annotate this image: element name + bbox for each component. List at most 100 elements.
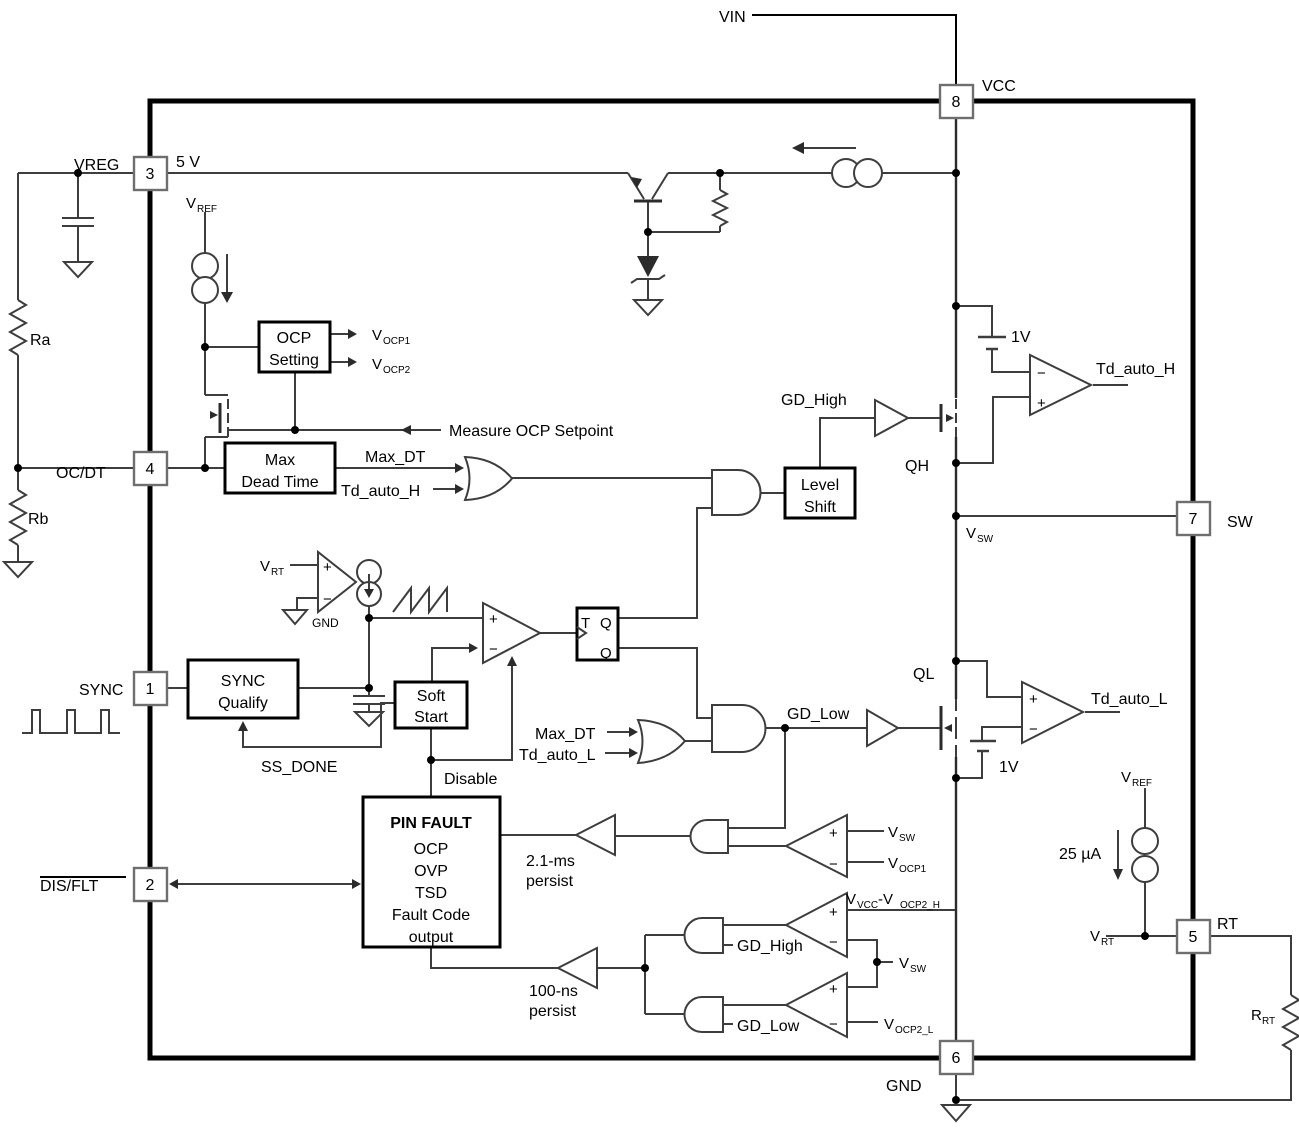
wire-td-auto-h xyxy=(956,305,1128,464)
tdautoh-out-label: Td_auto_H xyxy=(1096,361,1175,378)
pin-number: 5 xyxy=(1189,929,1198,946)
vocp2h-base: -V xyxy=(878,891,893,908)
plus-sign: + xyxy=(829,904,838,921)
persist100ns-label: 100-ns xyxy=(529,983,578,1000)
vsw-fault-label: V SW xyxy=(899,955,927,975)
wire-rt xyxy=(955,788,1292,1101)
ff-t-label: T xyxy=(581,615,590,632)
persist2ms-label: persist xyxy=(526,873,574,890)
resistor-base-icon xyxy=(710,189,730,227)
pin-number: 3 xyxy=(146,166,155,183)
tdautoh-label: Td_auto_H xyxy=(341,483,420,500)
1v-label: 1V xyxy=(1011,329,1031,346)
vsw-node-label: V SW xyxy=(966,525,994,545)
pin-8-vcc: 8 xyxy=(938,83,975,120)
minus-sign: − xyxy=(829,1016,838,1033)
battery-1v-icon xyxy=(970,739,996,753)
and-gate-gdhigh xyxy=(683,917,724,954)
1v-low-label: 1V xyxy=(999,759,1019,776)
zener-diode-icon xyxy=(637,256,659,277)
current-source-icon xyxy=(1131,855,1159,883)
persist100ns-label: persist xyxy=(529,1003,577,1020)
ocp2h-comparator xyxy=(783,891,848,959)
minus-sign: − xyxy=(1029,721,1038,738)
vvcc-sub: VCC xyxy=(857,900,878,911)
ff-q-label: Q xyxy=(600,615,612,632)
pin-2-disflt: 2 xyxy=(132,866,169,903)
level-shift-label: Shift xyxy=(804,499,837,516)
and-gate-ocp1 xyxy=(689,819,729,854)
soft-start-label: Soft xyxy=(417,688,446,705)
max-dead-time-label: Dead Time xyxy=(241,474,318,491)
max-dead-time-label: Max xyxy=(265,452,295,469)
level-shift-block xyxy=(783,466,857,520)
bjt-emitter-arrow-icon xyxy=(631,177,642,188)
ocp-setting-block xyxy=(257,320,332,374)
soft-start-block xyxy=(393,680,469,730)
measure-ocp-label: Measure OCP Setpoint xyxy=(449,423,614,440)
wire-vin xyxy=(752,14,957,85)
pin-fault-block xyxy=(361,795,502,949)
pin-fault-line: Fault Code xyxy=(392,907,470,924)
gdlow-fault-label: GD_Low xyxy=(737,1018,800,1035)
minus-sign: − xyxy=(1037,365,1046,382)
minus-sign: − xyxy=(323,591,332,608)
rrt-sub: RT xyxy=(1262,1016,1275,1027)
down-arrow-icon xyxy=(221,292,233,303)
ocp1-comparator xyxy=(783,813,848,879)
and-gate-low xyxy=(711,704,767,753)
persist2ms-label: 2.1-ms xyxy=(526,853,575,870)
sw-label: SW xyxy=(1227,514,1254,531)
measure-arrow-icon xyxy=(401,425,411,435)
25ua-label: 25 µA xyxy=(1059,846,1101,863)
disflt-text: DIS/FLT xyxy=(40,878,99,895)
right-arrow-icon xyxy=(455,463,464,473)
vocp2-out-label: V OCP2 xyxy=(372,356,411,376)
pin-box xyxy=(1175,500,1212,537)
right-arrow-icon xyxy=(455,484,464,494)
mosfet-arrow-icon xyxy=(946,414,954,422)
level-shift-label: Level xyxy=(801,477,839,494)
pin-box xyxy=(938,1039,975,1076)
clock-triangle-icon xyxy=(576,626,588,640)
plus-sign: + xyxy=(489,611,498,628)
pin-box xyxy=(132,866,169,903)
ssdone-label: SS_DONE xyxy=(261,759,337,776)
rt-label: RT xyxy=(1217,916,1238,933)
5v-label: 5 V xyxy=(176,154,200,171)
right-arrow-icon xyxy=(629,727,638,737)
vcc-label: VCC xyxy=(982,78,1016,95)
vocp2l-sub: OCP2_L xyxy=(895,1025,934,1036)
vsw-sub: SW xyxy=(899,833,916,844)
wire-ff-outputs xyxy=(618,507,712,719)
vsw-base: V xyxy=(888,824,898,841)
pin-fault-title: PIN FAULT xyxy=(390,815,472,832)
sync-label: SYNC xyxy=(79,682,123,699)
mosfet-arrow-icon xyxy=(210,411,218,419)
vrt-base: V xyxy=(260,558,270,575)
td-auto-l-comparator xyxy=(1021,680,1086,745)
resistor-ra-icon xyxy=(7,299,29,356)
ff-qb-label: Q xyxy=(600,645,612,662)
ground-icon xyxy=(631,299,665,317)
disable-label: Disable xyxy=(444,771,497,788)
disflt-label: DIS/FLT xyxy=(40,876,126,895)
vrt-sub: RT xyxy=(271,567,284,578)
current-source-icon xyxy=(853,158,883,188)
gdlow-label: GD_Low xyxy=(787,706,850,723)
wire-high-gating xyxy=(761,417,941,494)
pin-number: 6 xyxy=(952,1050,961,1067)
vref-label-left: V REF xyxy=(186,195,217,215)
vocp1-base: V xyxy=(372,327,382,344)
vreg-label: VREG xyxy=(74,157,119,174)
ocdt-label: OC/DT xyxy=(56,465,106,482)
right-arrow-icon xyxy=(629,748,638,758)
vsw-compin-label: V SW xyxy=(888,824,916,844)
vocp1-sub: OCP1 xyxy=(899,864,927,875)
plus-sign: + xyxy=(1029,691,1038,708)
vocp1-base: V xyxy=(888,855,898,872)
pin-4-ocdt: 4 xyxy=(132,450,169,487)
pin-7-sw: 7 xyxy=(1175,500,1212,537)
vrt-base: V xyxy=(1090,928,1100,945)
